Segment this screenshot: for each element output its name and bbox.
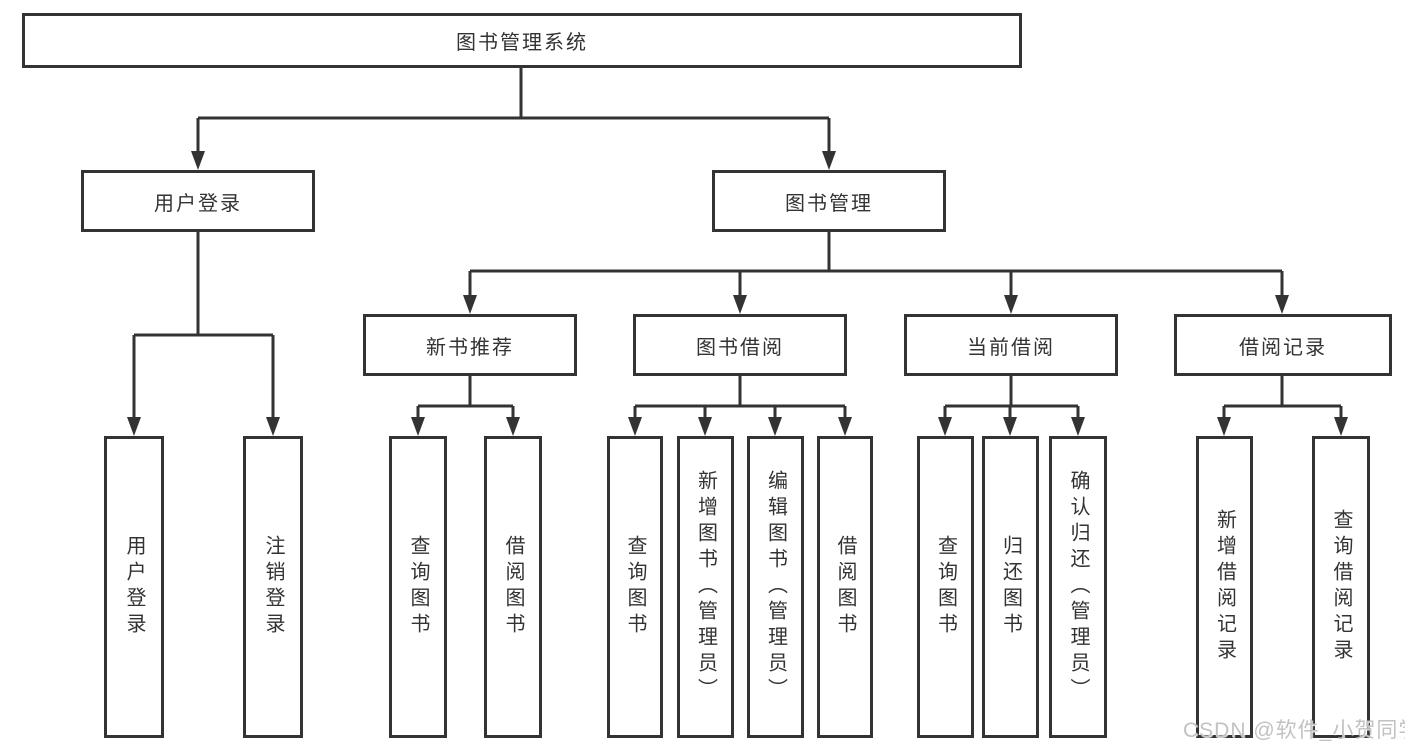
watermark: CSDN @软件_小贺同学 (1183, 719, 1405, 742)
leaf-edit-books-admin: 编辑图书（管理员） (747, 436, 804, 738)
leaf-add-borrow-record: 新增借阅记录 (1196, 436, 1253, 738)
edge-new-book-recommend (416, 376, 515, 420)
leaf-add-borrow-record-label: 新增借阅记录 (1213, 509, 1236, 665)
leaf-query-borrow-record: 查询借阅记录 (1312, 436, 1370, 738)
leaf-borrow-books-2: 借阅图书 (817, 436, 873, 738)
node-root: 图书管理系统 (22, 13, 1022, 68)
node-new-book-recommend: 新书推荐 (363, 314, 577, 376)
edge-book-borrow (633, 376, 847, 420)
leaf-query-books-3-label: 查询图书 (934, 535, 957, 639)
node-book-management-label: 图书管理 (785, 192, 873, 215)
edge-book-management (468, 232, 1284, 298)
arrowheads (127, 151, 1348, 436)
node-user-login: 用户登录 (81, 170, 315, 232)
leaf-return-books-label: 归还图书 (999, 535, 1022, 639)
node-new-book-recommend-label: 新书推荐 (426, 336, 514, 359)
leaf-query-books-3: 查询图书 (917, 436, 974, 738)
edge-current-borrow (943, 376, 1080, 420)
leaf-user-login-label: 用户登录 (123, 535, 145, 639)
leaf-query-books-1-label: 查询图书 (407, 535, 429, 639)
leaf-edit-books-admin-label: 编辑图书（管理员） (764, 470, 787, 704)
leaf-borrow-books-1: 借阅图书 (484, 436, 542, 738)
leaf-add-books-admin: 新增图书（管理员） (677, 436, 734, 738)
node-book-management: 图书管理 (712, 170, 946, 232)
edge-borrow-record (1222, 376, 1343, 420)
leaf-add-books-admin-label: 新增图书（管理员） (694, 470, 717, 704)
leaf-borrow-books-1-label: 借阅图书 (502, 535, 524, 639)
edge-root (196, 68, 831, 154)
leaf-query-borrow-record-label: 查询借阅记录 (1330, 509, 1352, 665)
node-book-borrow-label: 图书借阅 (696, 336, 784, 359)
node-current-borrow-label: 当前借阅 (967, 336, 1055, 359)
node-borrow-record: 借阅记录 (1174, 314, 1392, 376)
leaf-logout: 注销登录 (243, 436, 303, 738)
node-user-login-label: 用户登录 (154, 192, 242, 215)
leaf-return-books: 归还图书 (982, 436, 1039, 738)
node-root-label: 图书管理系统 (456, 32, 588, 54)
leaf-confirm-return-admin: 确认归还（管理员） (1049, 436, 1107, 738)
leaf-logout-label: 注销登录 (262, 535, 284, 639)
node-book-borrow: 图书借阅 (633, 314, 847, 376)
leaf-query-books-1: 查询图书 (389, 436, 447, 738)
leaf-confirm-return-admin-label: 确认归还（管理员） (1067, 470, 1089, 704)
leaf-query-books-2: 查询图书 (607, 436, 663, 738)
leaf-query-books-2-label: 查询图书 (624, 535, 646, 639)
leaf-user-login: 用户登录 (104, 436, 164, 738)
edge-user-login (132, 232, 275, 420)
node-borrow-record-label: 借阅记录 (1239, 336, 1327, 359)
node-current-borrow: 当前借阅 (904, 314, 1118, 376)
leaf-borrow-books-2-label: 借阅图书 (834, 535, 856, 639)
